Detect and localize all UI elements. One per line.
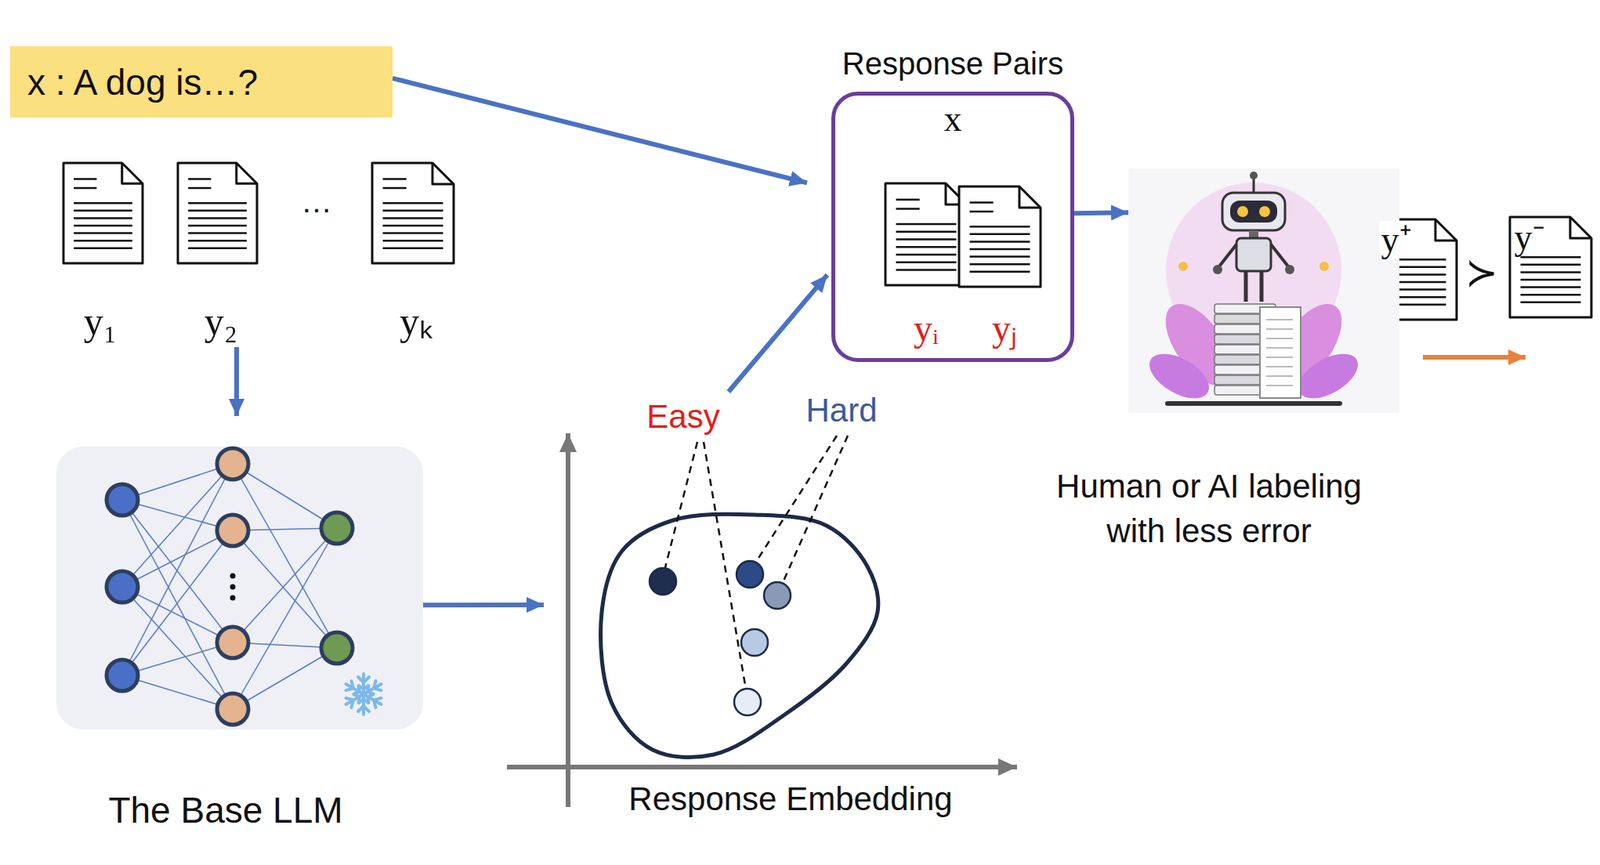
document-icon xyxy=(959,186,1041,287)
node-text: yⱼ xyxy=(991,308,1018,348)
y-axis xyxy=(565,433,571,808)
flow-arrow xyxy=(392,78,808,183)
node-text: yᵢ xyxy=(913,308,939,348)
llm-box-fill xyxy=(56,446,424,730)
labeler-figure: Human or AI labeling with less error xyxy=(1128,168,1400,413)
document-icon xyxy=(1509,217,1592,318)
flow-arrow xyxy=(728,275,828,392)
document-icon xyxy=(63,162,143,264)
response-symbol: y⁻ xyxy=(1513,218,1547,257)
response-symbol: yₖ xyxy=(399,300,433,343)
prompt-box: x : A dog is…? xyxy=(10,46,393,118)
flow-arrow xyxy=(234,347,239,417)
flow-arrow xyxy=(423,602,544,608)
response-symbol: y⁺ xyxy=(1379,220,1414,259)
node-text: x xyxy=(944,100,963,138)
embedding-plot: Easy HardResponse Embedding xyxy=(548,391,1019,839)
node-label: The Base LLM xyxy=(108,791,343,829)
response-pairs-box: Response Pairsxyᵢyⱼ xyxy=(831,91,1075,362)
node-label: x : A dog is…? xyxy=(27,62,258,101)
leader-lines xyxy=(664,435,848,690)
node-label: Response Pairs xyxy=(842,47,1064,80)
ellipsis-mark: … xyxy=(300,184,333,218)
node-text: Hard xyxy=(805,393,877,428)
base-llm-box: The Base LLM xyxy=(56,446,424,730)
document-icon xyxy=(885,183,967,286)
embedding-points xyxy=(649,561,791,716)
output-arrow xyxy=(1422,354,1526,360)
node-text: Response Embedding xyxy=(628,781,953,817)
node-label: Easy xyxy=(646,399,720,435)
preference-symbol: ≻ xyxy=(1465,252,1499,294)
neural-network xyxy=(106,448,353,725)
response-symbol: y₂ xyxy=(204,300,238,343)
embedding-region xyxy=(600,514,879,757)
node-label: Human or AI labeling with less error xyxy=(1024,464,1394,554)
response-symbol: y₁ xyxy=(83,300,117,343)
snowflake-icon xyxy=(343,673,384,715)
flow-arrow xyxy=(1074,212,1129,214)
document-icon xyxy=(177,162,258,264)
robot-illustration xyxy=(1128,168,1400,413)
x-axis xyxy=(506,764,1018,770)
document-icon xyxy=(372,162,454,264)
